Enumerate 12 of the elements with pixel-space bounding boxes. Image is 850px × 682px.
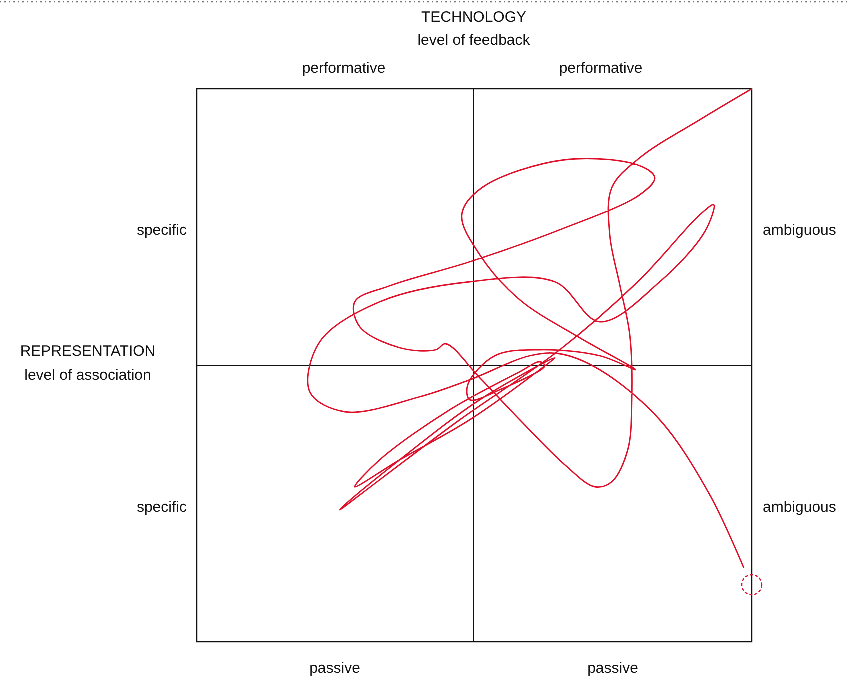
axis-subtitle: level of feedback [418, 32, 530, 50]
axis-end-label: specific [136, 499, 187, 517]
axis-end-label: ambiguous [763, 222, 836, 240]
axis-title: TECHNOLOGY [421, 9, 526, 27]
axis-end-label: ambiguous [763, 499, 836, 517]
axis-end-label: performative [559, 60, 643, 78]
axis-end-label: specific [136, 222, 187, 240]
axis-title: REPRESENTATION [20, 343, 156, 361]
axis-end-label: passive [310, 660, 360, 678]
axis-subtitle: level of association [24, 367, 152, 385]
axis-end-label: passive [588, 660, 638, 678]
axis-end-label: performative [302, 60, 386, 78]
